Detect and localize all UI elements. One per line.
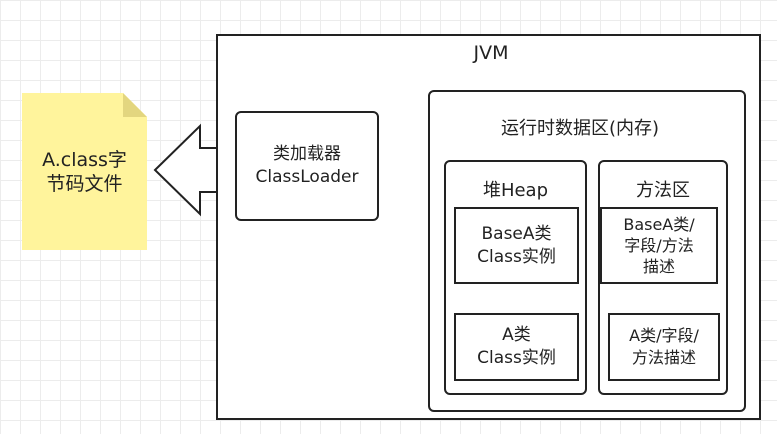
- heap-title: 堆Heap: [482, 180, 549, 201]
- a-class-description[interactable]: A类/字段/ 方法描述: [608, 313, 720, 381]
- basea-class-description[interactable]: BaseA类/ 字段/方法 描述: [600, 207, 718, 284]
- bytecode-file-note-shape[interactable]: [22, 93, 147, 250]
- jvm-title: JVM: [473, 42, 509, 64]
- basea-instance-line-2: Class实例: [477, 246, 556, 267]
- note-line-2: 节码文件: [46, 172, 123, 195]
- note-line-1: A.class字: [42, 148, 127, 171]
- basea-desc-line-2: 字段/方法: [624, 236, 694, 255]
- basea-desc-line-1: BaseA类/: [623, 215, 695, 234]
- classloader-box[interactable]: 类加载器 ClassLoader: [235, 111, 379, 221]
- runtime-data-area-title: 运行时数据区(内存): [500, 118, 660, 139]
- basea-class-instance[interactable]: BaseA类 Class实例: [454, 207, 579, 284]
- method-area-title: 方法区: [636, 180, 690, 201]
- a-desc-line-2: 方法描述: [631, 348, 696, 367]
- classloader-line-2: ClassLoader: [255, 167, 359, 187]
- a-class-instance[interactable]: A类 Class实例: [454, 313, 579, 381]
- basea-desc-line-3: 描述: [642, 257, 675, 276]
- a-desc-line-1: A类/字段/: [629, 326, 699, 345]
- a-instance-line-2: Class实例: [477, 348, 556, 368]
- a-instance-line-1: A类: [502, 325, 531, 345]
- classloader-line-1: 类加载器: [273, 144, 341, 164]
- basea-instance-line-1: BaseA类: [481, 223, 552, 244]
- bytecode-file-note: A.class字 节码文件: [22, 93, 147, 250]
- note-fold-corner: [123, 93, 147, 117]
